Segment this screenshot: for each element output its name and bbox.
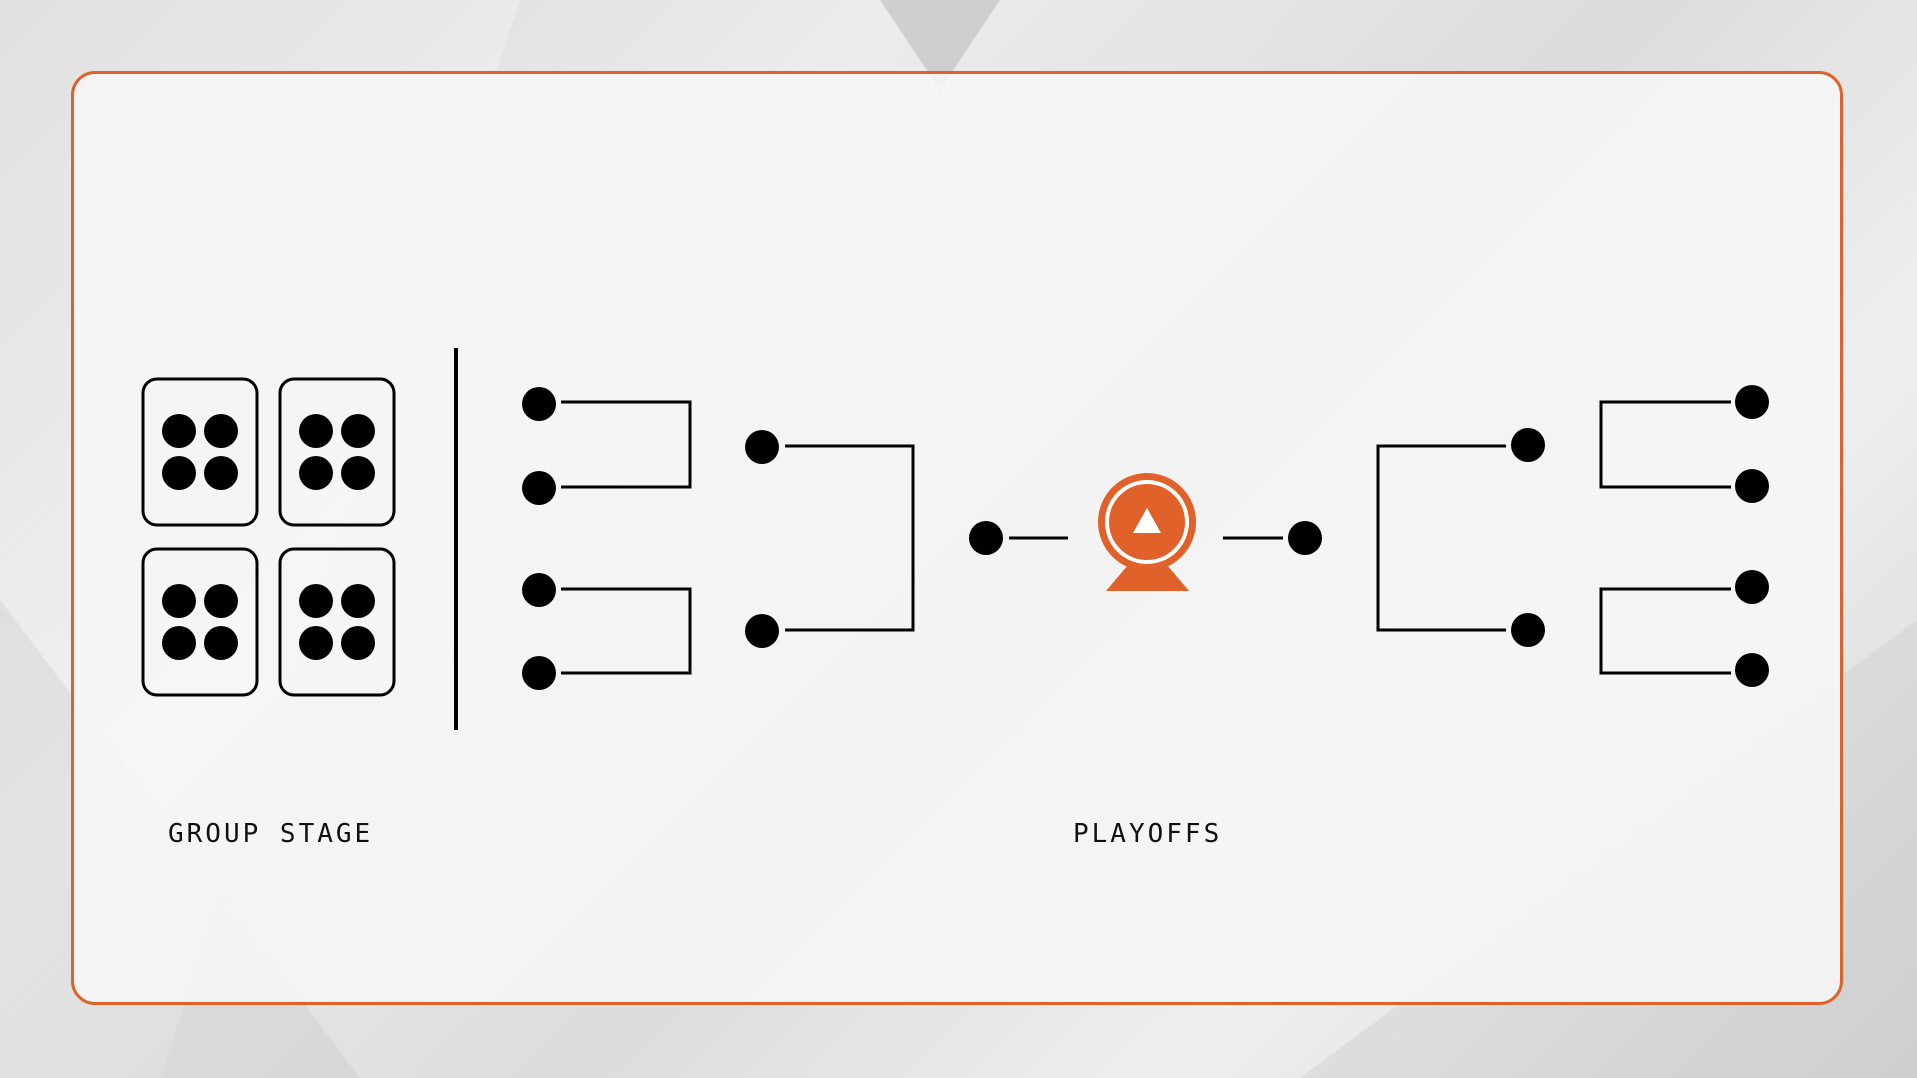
right-bracket-nodes bbox=[1288, 385, 1769, 687]
right-bracket bbox=[1223, 400, 1731, 675]
group-die-icon bbox=[278, 547, 396, 697]
playoffs-label: PLAYOFFS bbox=[1073, 819, 1223, 849]
trophy-icon bbox=[1098, 473, 1196, 591]
group-die-icon bbox=[141, 547, 259, 697]
group-stage-dice bbox=[141, 377, 396, 697]
group-die-icon bbox=[141, 377, 259, 527]
group-die-icon bbox=[278, 377, 396, 527]
left-bracket bbox=[561, 400, 1068, 675]
left-bracket-nodes bbox=[522, 387, 1003, 690]
group-stage-label: GROUP STAGE bbox=[168, 819, 374, 849]
tournament-format-card bbox=[71, 71, 1843, 1005]
